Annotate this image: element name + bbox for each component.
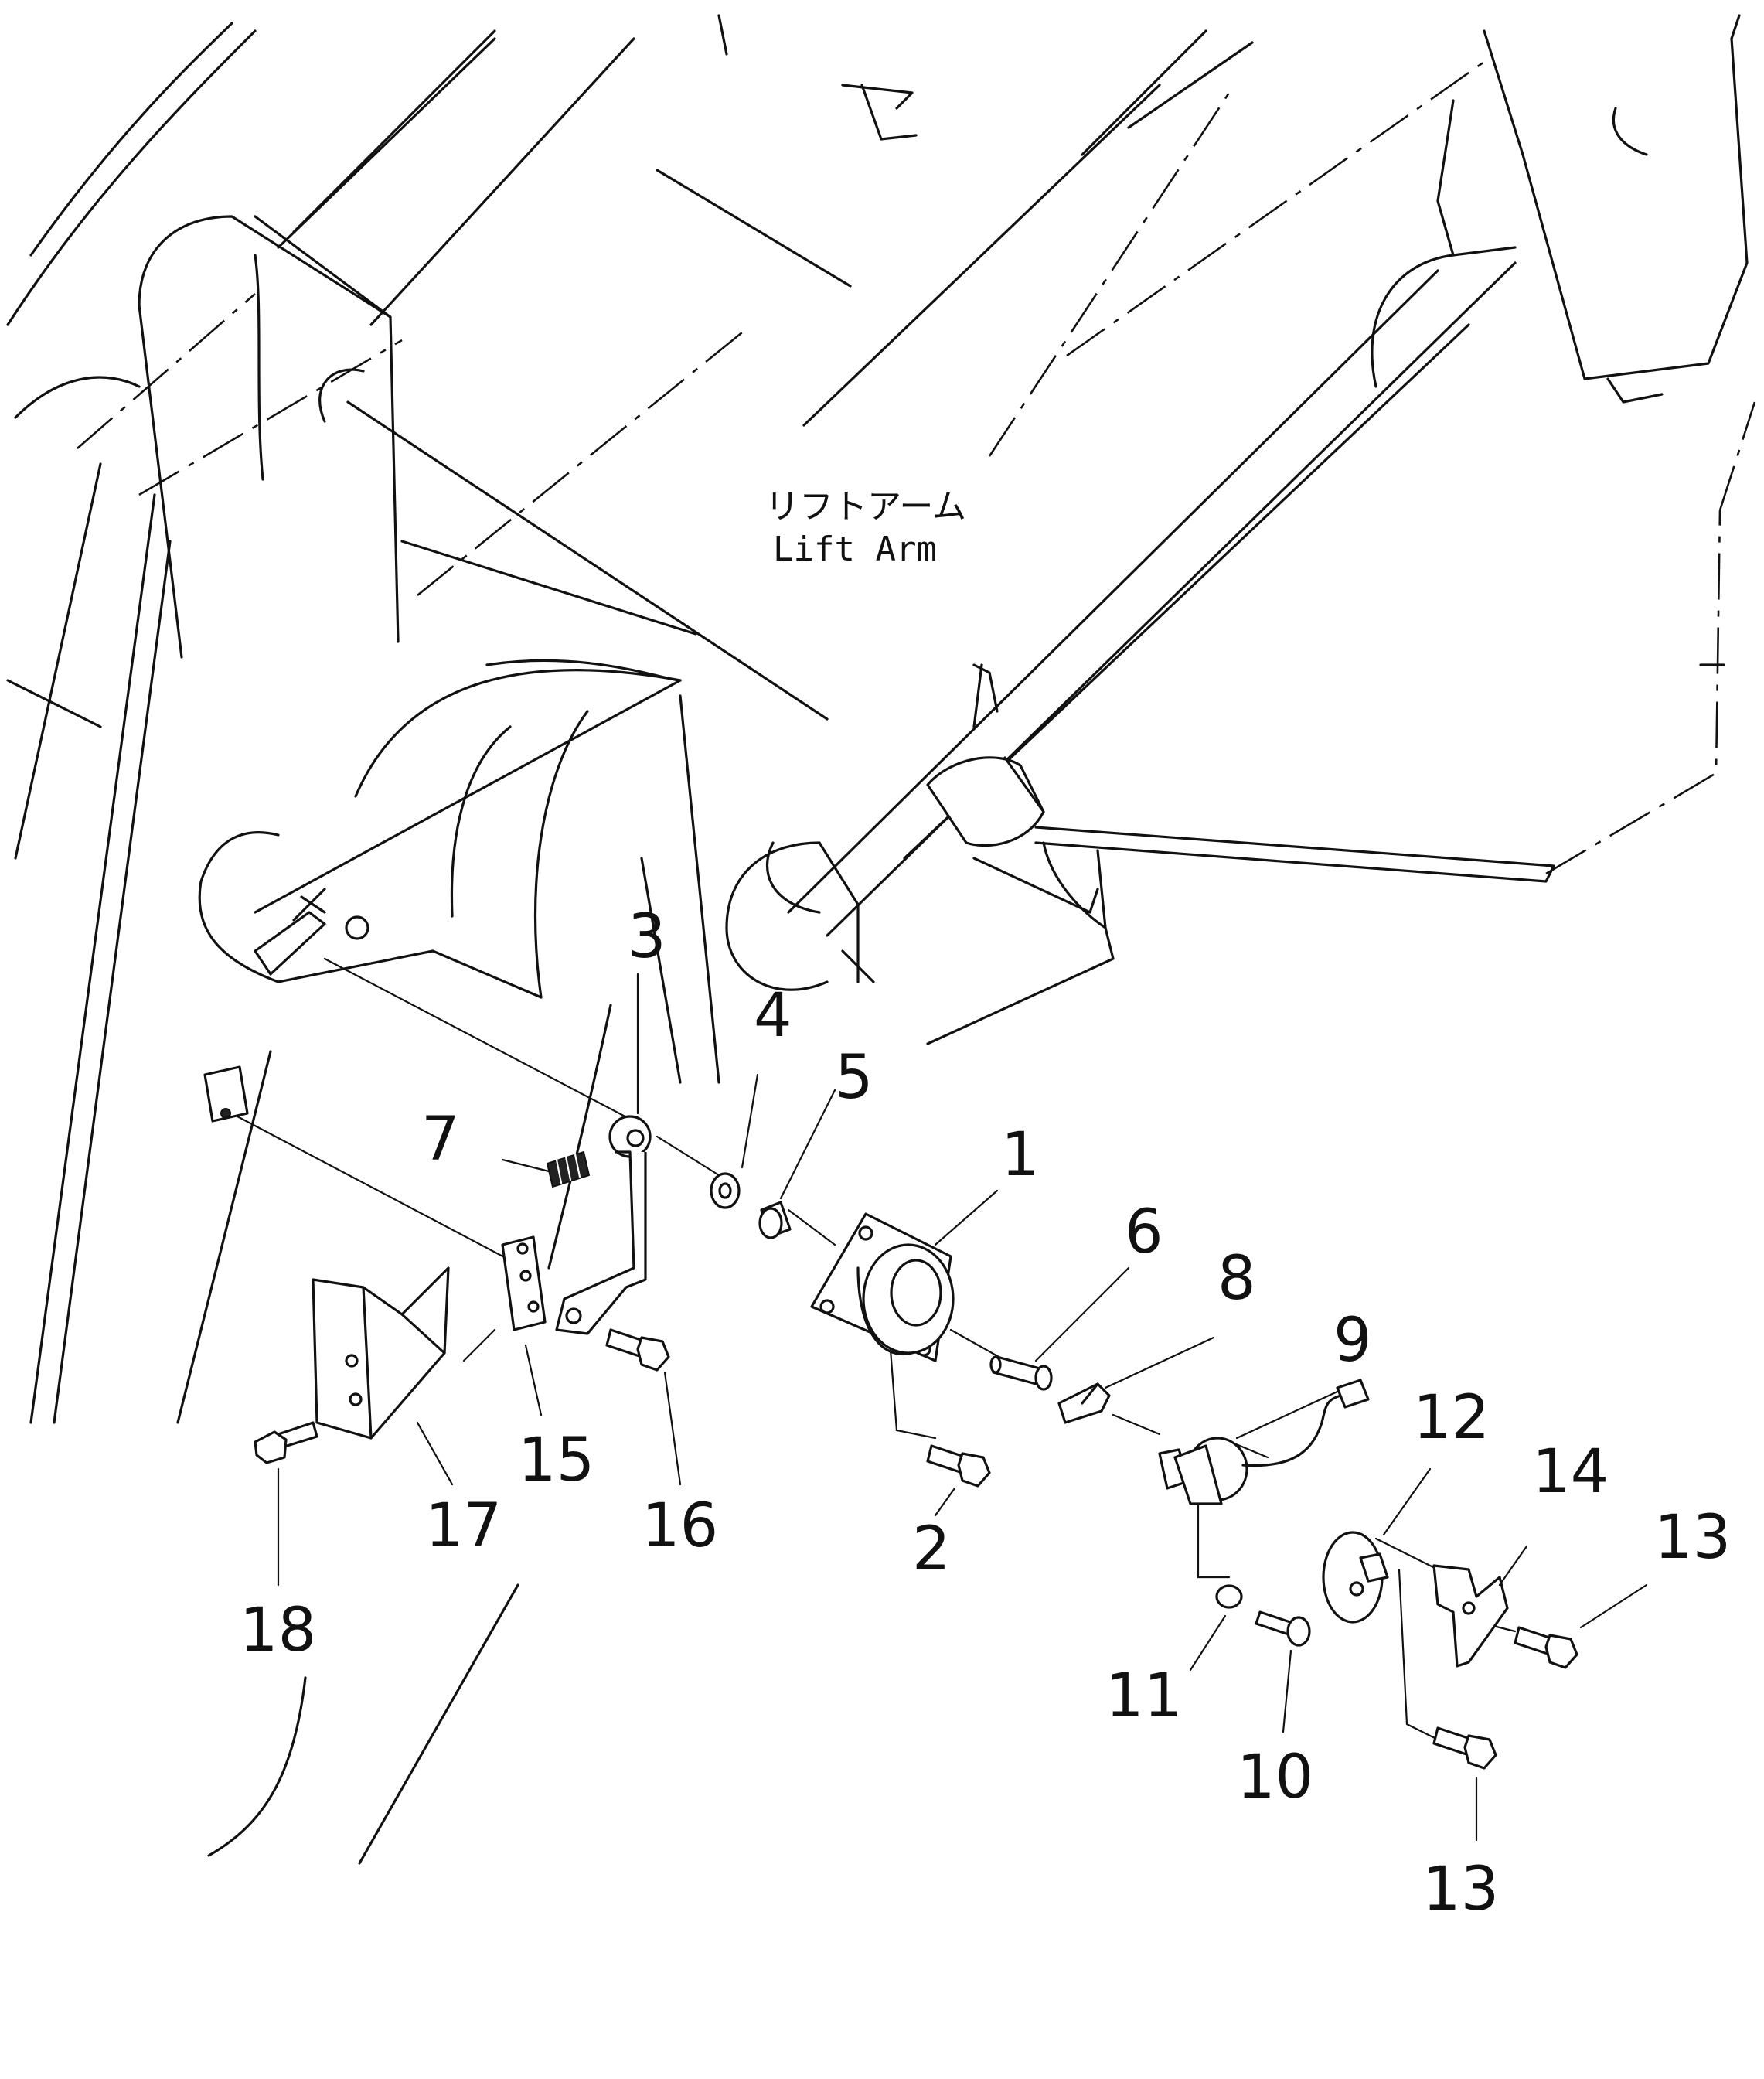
part-4-washer — [710, 1172, 741, 1209]
callout-17: 17 — [425, 1491, 502, 1561]
callout-13-right: 13 — [1654, 1503, 1731, 1573]
callout-13-lower: 13 — [1422, 1855, 1499, 1924]
callout-9: 9 — [1333, 1306, 1372, 1375]
callout-5: 5 — [835, 1043, 873, 1113]
part-6-pin — [989, 1355, 1053, 1391]
callout-7: 7 — [421, 1105, 460, 1174]
callout-18: 18 — [240, 1596, 316, 1665]
parts — [203, 957, 1578, 1770]
callout-15: 15 — [518, 1426, 594, 1495]
part-5-bushing — [758, 1201, 792, 1239]
part-18-bolt — [254, 1421, 318, 1464]
caption: リフトアーム Lift Arm — [765, 487, 966, 569]
part-9-sensor — [1158, 1379, 1370, 1505]
callout-14: 14 — [1532, 1437, 1609, 1507]
caption-english: Lift Arm — [773, 530, 937, 569]
callout-3: 3 — [628, 902, 666, 972]
leader-lines — [277, 973, 1648, 1842]
callouts: 1 2 3 4 5 6 7 8 9 10 11 12 13 13 14 15 1… — [240, 902, 1731, 1924]
part-8-key — [1057, 1382, 1111, 1424]
callout-2: 2 — [912, 1515, 951, 1584]
part-small-plate — [203, 1065, 249, 1123]
part-13-bolt-lower — [1432, 1726, 1497, 1770]
part-16-bolt — [605, 1328, 670, 1372]
callout-11: 11 — [1105, 1661, 1182, 1731]
callout-6: 6 — [1125, 1198, 1163, 1267]
callout-16: 16 — [642, 1491, 718, 1561]
callout-12: 12 — [1413, 1383, 1490, 1453]
part-3-link — [555, 1115, 652, 1335]
part-1-housing — [810, 1212, 955, 1362]
callout-4: 4 — [754, 981, 792, 1051]
part-13-bolt-right — [1514, 1626, 1578, 1669]
part-17-cover — [312, 1266, 450, 1440]
part-10-screw — [1255, 1610, 1311, 1647]
part-2-bolt — [926, 1444, 991, 1488]
part-14-bracket — [1432, 1564, 1509, 1668]
part-12-disc — [1322, 1531, 1389, 1624]
callout-10: 10 — [1237, 1743, 1313, 1812]
machine-frame-lines — [6, 14, 1756, 1865]
part-11-washer — [1215, 1584, 1243, 1609]
callout-1: 1 — [1001, 1120, 1040, 1190]
callout-8: 8 — [1217, 1244, 1256, 1314]
part-7-setscrew — [546, 1150, 591, 1188]
part-15-plate — [501, 1235, 547, 1331]
caption-japanese: リフトアーム — [765, 487, 966, 527]
